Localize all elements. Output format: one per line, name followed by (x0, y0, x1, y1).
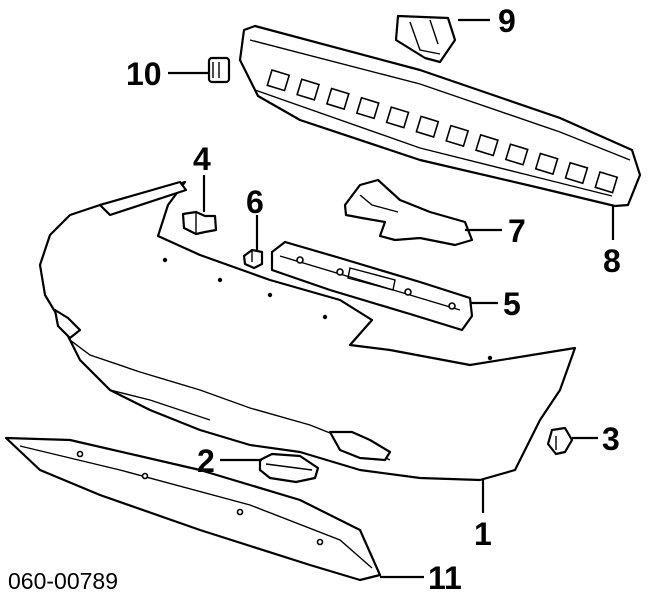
fog-lamp-cover (258, 452, 320, 484)
absorber-slot (415, 115, 440, 138)
callout-9: 9 (498, 3, 516, 39)
absorber-slot (385, 106, 410, 129)
absorber-slot (475, 133, 499, 157)
absorber-slot (355, 96, 380, 120)
callout-3: 3 (602, 421, 620, 457)
push-clip (546, 426, 574, 456)
mounting-bracket (394, 14, 457, 64)
absorber-slot (445, 124, 470, 148)
absorber-slot (534, 152, 559, 176)
absorber-slot (594, 171, 619, 194)
clip (207, 56, 231, 84)
absorber-slot (266, 69, 291, 92)
absorber-slot (504, 143, 529, 166)
reference-code: 060-00789 (8, 568, 118, 594)
energy-absorber-bracket (343, 178, 474, 247)
callouts: 9 10 4 6 7 8 5 3 2 1 11 (126, 3, 621, 596)
energy-absorber (238, 24, 642, 208)
callout-7: 7 (508, 213, 526, 249)
callout-2: 2 (197, 443, 215, 479)
upper-bracket (270, 240, 474, 332)
lower-deflector (4, 436, 382, 582)
callout-10: 10 (126, 56, 162, 92)
callout-11: 11 (428, 560, 462, 596)
callout-5: 5 (503, 286, 521, 322)
callout-1: 1 (474, 516, 492, 552)
absorber-slot (325, 87, 350, 111)
leader-lines (168, 18, 615, 579)
bolt (242, 248, 264, 270)
retainer-clip (181, 210, 218, 236)
callout-6: 6 (246, 184, 264, 220)
callout-8: 8 (603, 243, 621, 279)
callout-4: 4 (193, 141, 211, 177)
bumper-cover (38, 180, 577, 482)
absorber-slot (296, 78, 321, 101)
absorber-slot (564, 161, 589, 185)
